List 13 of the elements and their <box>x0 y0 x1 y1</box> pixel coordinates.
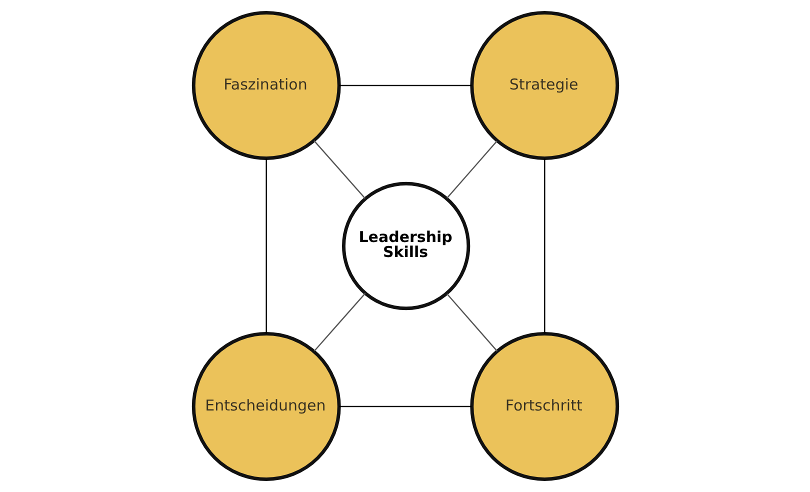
connector <box>313 140 366 199</box>
connector <box>338 84 472 86</box>
node-circle: Fortschritt <box>470 332 619 481</box>
connector <box>446 140 497 199</box>
connector <box>265 158 266 334</box>
node-circle: Strategie <box>470 11 619 160</box>
connector <box>338 406 472 408</box>
connector <box>544 158 545 334</box>
connector <box>446 293 498 352</box>
node-circle: Entscheidungen <box>191 332 340 481</box>
node-circle: Faszination <box>191 11 340 160</box>
node-circle: Leadership Skills <box>342 182 470 310</box>
connector <box>313 292 366 352</box>
